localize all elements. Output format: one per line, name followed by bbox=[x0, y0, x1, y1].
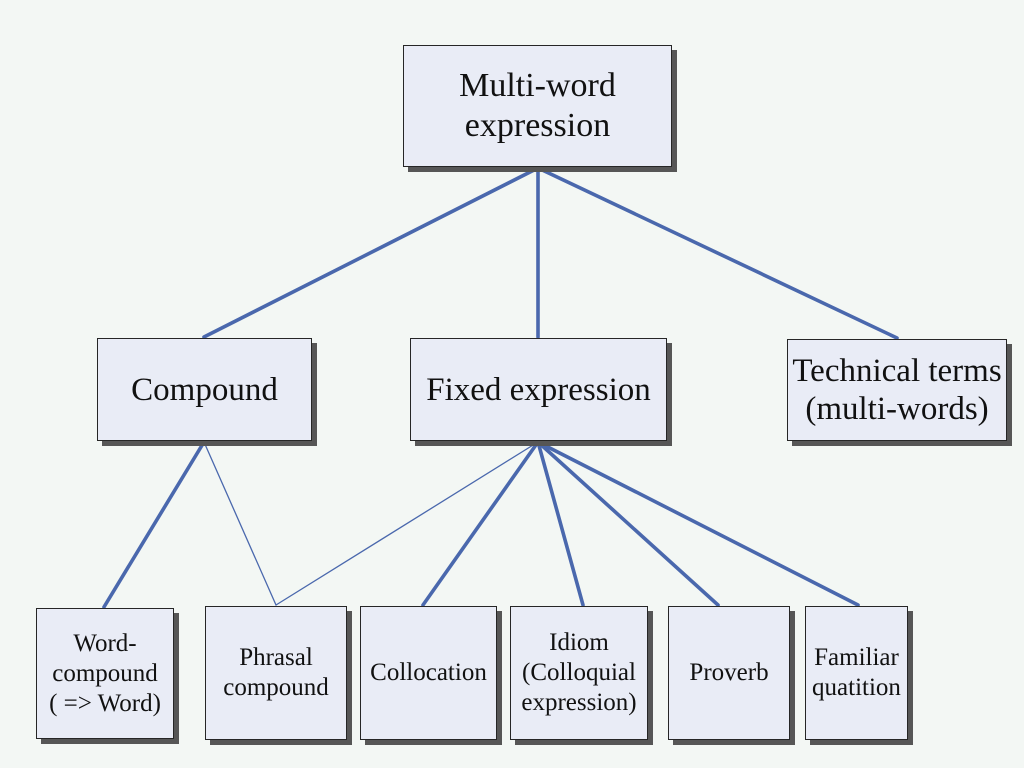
node-idiom-label: Idiom (Colloquial expression) bbox=[521, 629, 637, 716]
edge-compound-to-phrasal-compound bbox=[203, 441, 277, 606]
node-collocation-label: Collocation bbox=[370, 659, 487, 686]
node-phrasal-compound: Phrasal compound bbox=[205, 606, 347, 740]
node-compound: Compound bbox=[97, 338, 312, 441]
node-proverb: Proverb bbox=[668, 606, 790, 740]
node-multi-word-expression: Multi-word expression bbox=[403, 45, 672, 167]
node-familiar-quotation-label: Familiar quatition bbox=[812, 644, 901, 701]
node-word-compound-label: Word- compound ( => Word) bbox=[49, 629, 161, 717]
edge-fixed-expression-to-familiar-quotation bbox=[536, 440, 860, 607]
node-technical-terms-label: Technical terms (multi-words) bbox=[792, 353, 1002, 427]
node-fixed-expression-label: Fixed expression bbox=[426, 371, 651, 408]
edge-fixed-expression-to-proverb bbox=[536, 440, 720, 607]
edge-root-to-compound bbox=[202, 166, 540, 339]
edge-root-to-technical-terms bbox=[536, 166, 899, 340]
edge-fixed-expression-to-idiom bbox=[536, 440, 585, 607]
node-collocation: Collocation bbox=[360, 606, 497, 740]
node-familiar-quotation: Familiar quatition bbox=[805, 606, 908, 740]
edge-fixed-expression-to-phrasal-compound bbox=[275, 441, 539, 606]
node-technical-terms: Technical terms (multi-words) bbox=[787, 339, 1007, 441]
edge-fixed-expression-to-collocation bbox=[421, 440, 540, 607]
node-phrasal-compound-label: Phrasal compound bbox=[223, 644, 329, 701]
edge-compound-to-word-compound bbox=[102, 440, 206, 609]
node-proverb-label: Proverb bbox=[689, 659, 769, 686]
node-idiom: Idiom (Colloquial expression) bbox=[510, 606, 648, 740]
node-word-compound: Word- compound ( => Word) bbox=[36, 608, 174, 739]
node-multi-word-expression-label: Multi-word expression bbox=[459, 67, 616, 144]
node-compound-label: Compound bbox=[131, 371, 278, 408]
node-fixed-expression: Fixed expression bbox=[410, 338, 667, 441]
